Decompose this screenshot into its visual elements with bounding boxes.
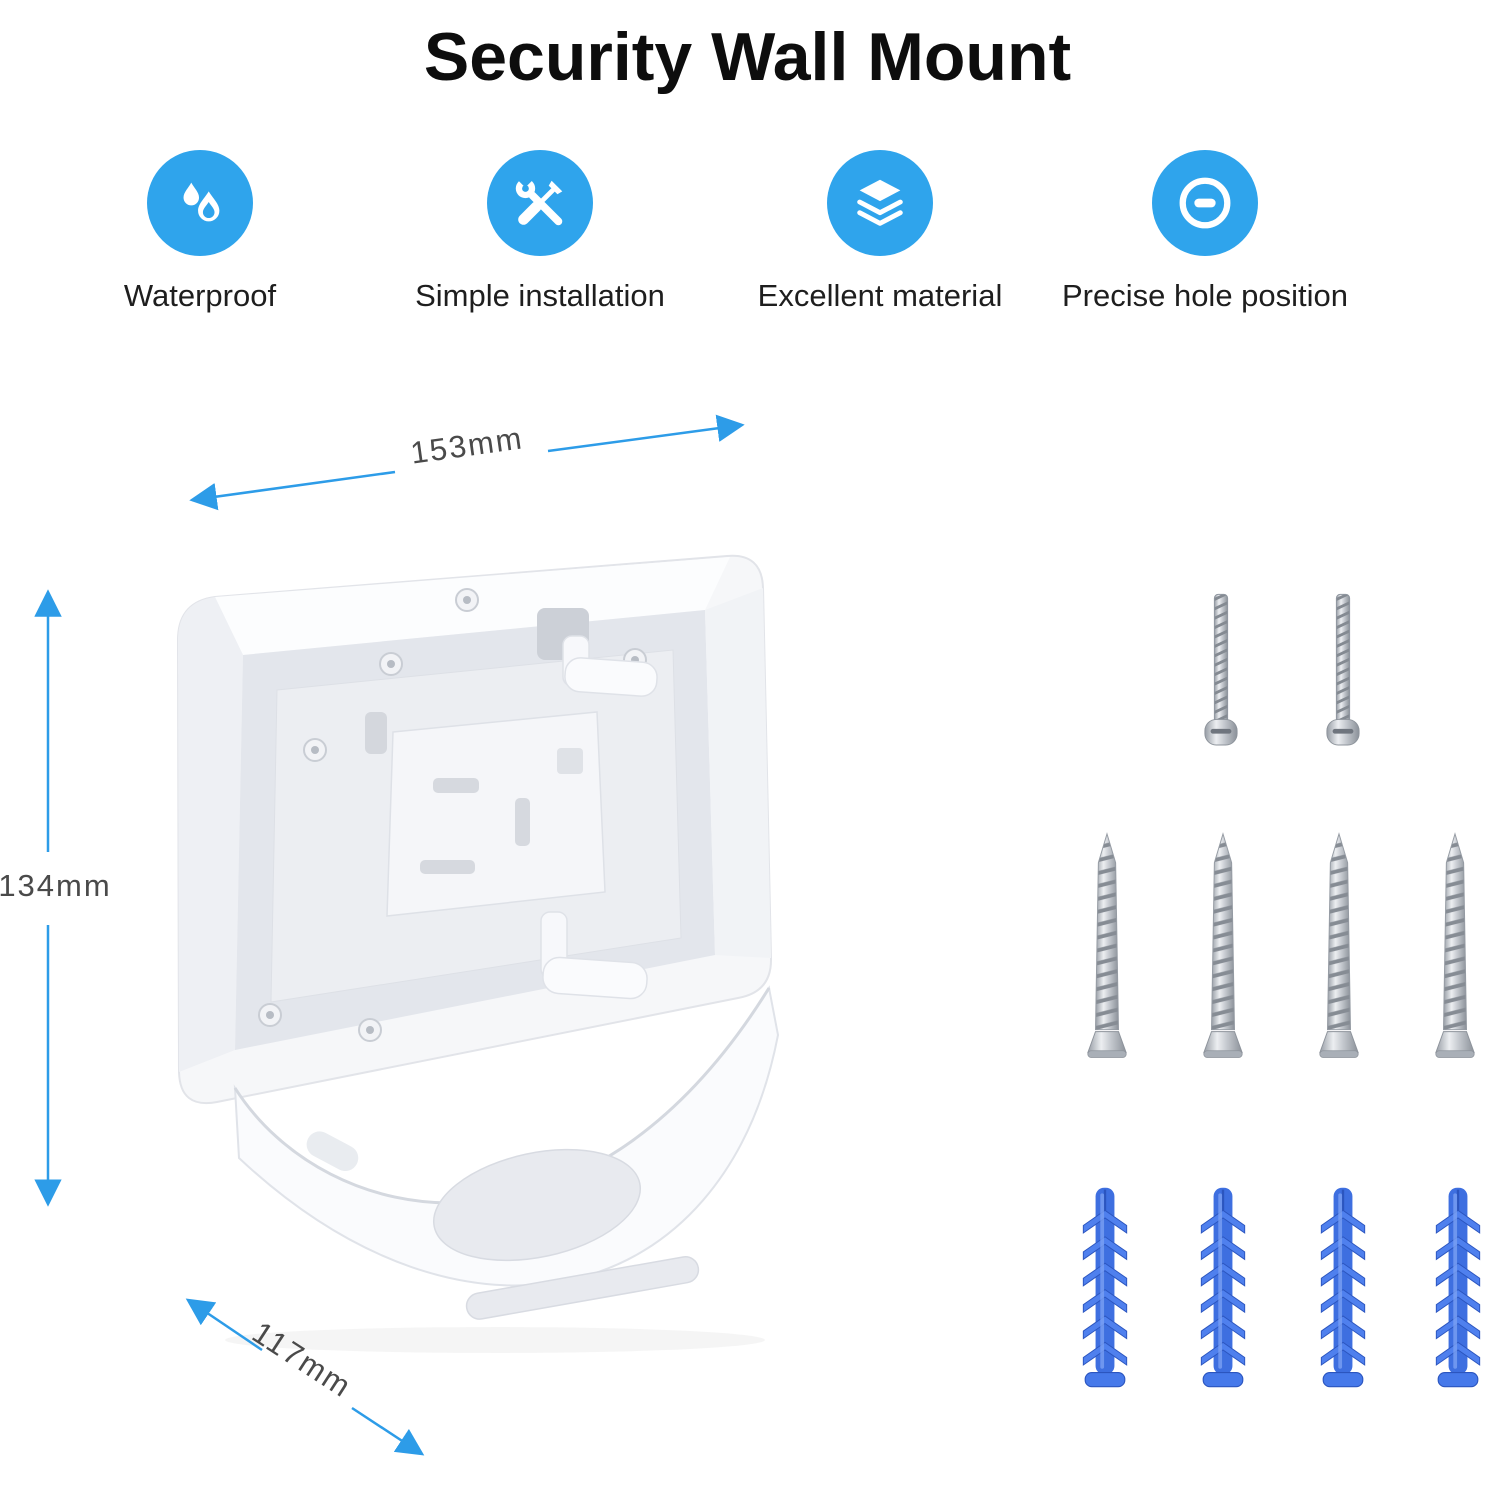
- mount-slot: [433, 778, 479, 793]
- wall-anchor: [1310, 1178, 1376, 1404]
- mount-slot: [420, 860, 475, 874]
- ring-slot-icon: [1152, 150, 1258, 256]
- bracket-side-slot: [365, 712, 387, 754]
- feature-simple-installation: Simple installation: [350, 150, 730, 314]
- height-dimension-label: 134mm: [0, 868, 112, 903]
- crossed-tools-icon: [487, 150, 593, 256]
- water-drops-icon: [147, 150, 253, 256]
- mount-notch: [557, 748, 583, 774]
- cradle-arc-slot: [465, 1256, 700, 1320]
- wood-screw: [1424, 830, 1486, 1070]
- upper-hook: [562, 635, 658, 697]
- wood-screw: [1076, 830, 1138, 1070]
- layers-icon: [827, 150, 933, 256]
- feature-waterproof: Waterproof: [10, 150, 390, 314]
- wall-anchor: [1072, 1178, 1138, 1404]
- cradle-groove: [306, 1131, 359, 1172]
- feature-precise-hole-position: Precise hole position: [1015, 150, 1395, 314]
- mount-slot: [515, 798, 530, 846]
- bracket-shadow: [225, 1327, 765, 1353]
- bracket-left-face: [178, 597, 243, 1072]
- feature-label: Waterproof: [123, 278, 277, 313]
- lower-hook: [540, 911, 648, 1000]
- feature-excellent-material: Excellent material: [690, 150, 1070, 314]
- width-dimension-label: 153mm: [408, 420, 526, 471]
- bracket-screw-holes: [258, 588, 647, 1042]
- wood-screw: [1308, 830, 1370, 1070]
- page-title: Security Wall Mount: [423, 19, 1072, 95]
- feature-label: Excellent material: [757, 278, 1003, 313]
- machine-screw: [1314, 583, 1372, 763]
- bracket-right-face: [705, 588, 771, 958]
- wood-screw: [1192, 830, 1254, 1070]
- cradle-oval-cutout: [432, 1148, 642, 1262]
- wall-anchor: [1425, 1178, 1491, 1404]
- wall-mount-bracket: [176, 554, 780, 1353]
- wall-anchor: [1190, 1178, 1256, 1404]
- feature-label: Simple installation: [415, 278, 665, 313]
- feature-label: Precise hole position: [1061, 278, 1349, 313]
- bracket-center-plate: [386, 711, 606, 917]
- machine-screw: [1192, 583, 1250, 763]
